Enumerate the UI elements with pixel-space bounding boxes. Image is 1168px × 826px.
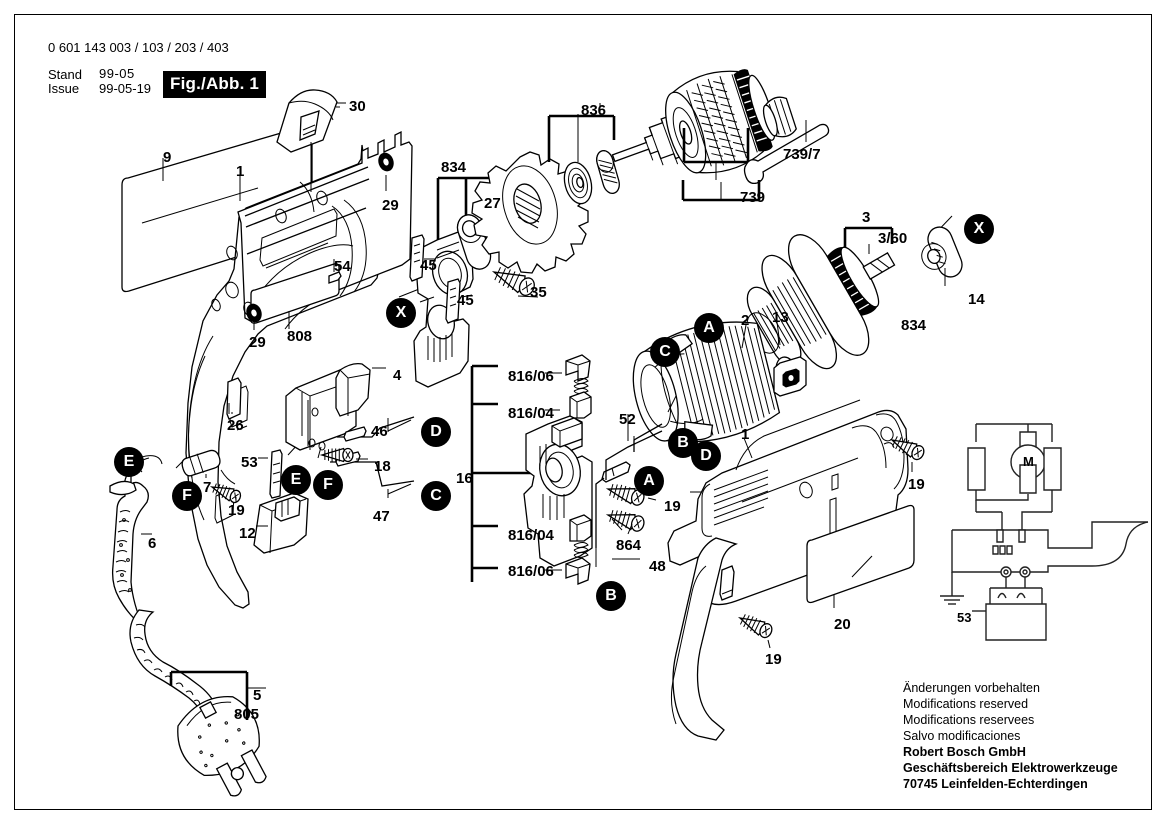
callout-7: 7 [203,479,212,496]
callout-2: 2 [741,312,750,329]
callout-13: 13 [772,309,789,326]
footer-division: Geschäftsbereich Elektrowerkzeuge [903,761,1118,775]
marker-a-2: A [634,466,664,496]
footer-line-0: Änderungen vorbehalten [903,681,1040,695]
footer-line-1: Modifications reserved [903,697,1029,711]
footer-line-3: Salvo modificaciones [903,729,1021,743]
callout-805: 805 [234,706,260,723]
callout-46: 46 [371,423,388,440]
callout-52: 52 [619,411,636,428]
callout-1-left: 1 [236,163,245,180]
callout-16: 16 [456,470,473,487]
callout-48: 48 [649,558,666,575]
marker-x-1: X [386,298,416,328]
stand-label: Stand [48,67,82,82]
callout-3-60: 3/60 [878,230,908,247]
footer-address: 70745 Leinfelden-Echterdingen [903,777,1088,791]
date-current: 99-05-19 [99,81,152,96]
callout-27: 27 [484,195,501,212]
callout-19-a: 19 [228,502,245,519]
footer-line-2: Modifications reservees [903,713,1035,727]
marker-x-2: X [964,214,994,244]
callout-45-b: 45 [457,292,474,309]
callout-864: 864 [616,537,642,554]
callout-808: 808 [287,328,313,345]
callout-816-04-b: 816/04 [508,527,554,544]
callout-3: 3 [862,209,871,226]
marker-b-2: B [596,581,626,611]
callout-45-a: 45 [420,257,437,274]
marker-c-2: C [421,481,451,511]
callout-12: 12 [239,525,256,542]
marker-a-1: A [694,313,724,343]
callout-26: 26 [227,417,244,434]
callout-19-b: 19 [664,498,681,515]
callout-20: 20 [834,616,851,633]
schematic-motor-symbol: M [1023,454,1034,469]
callout-35: 35 [530,284,547,301]
callout-54: 54 [334,258,351,275]
callout-834-a: 834 [441,159,467,176]
callout-19-d: 19 [765,651,782,668]
callout-9: 9 [163,149,172,166]
callout-4: 4 [393,367,402,384]
marker-f-2: F [313,470,343,500]
part-number: 0 601 143 003 / 103 / 203 / 403 [48,40,229,55]
callout-816-06-b: 816/06 [508,563,554,580]
marker-e-1: E [114,447,144,477]
callout-18: 18 [374,458,391,475]
callout-5: 5 [253,687,262,704]
callout-29-a: 29 [382,197,399,214]
marker-e-2: E [281,465,311,495]
callout-836: 836 [581,102,607,119]
callout-14: 14 [968,291,985,308]
callout-53-b: 53 [957,610,972,625]
page-border [14,14,1152,810]
callout-47: 47 [373,508,390,525]
callout-739-7: 739/7 [783,146,821,163]
callout-19-c: 19 [908,476,925,493]
callout-29-b: 29 [249,334,266,351]
figure-tag: Fig./Abb. 1 [163,71,267,98]
date-struck: 99-05 [99,66,135,81]
marker-c-1: C [650,337,680,367]
marker-d-2: D [421,417,451,447]
callout-1-right: 1 [741,426,750,443]
marker-d-1: D [691,441,721,471]
footer-company: Robert Bosch GmbH [903,745,1026,759]
issue-label: Issue [48,81,80,96]
callout-834-b: 834 [901,317,927,334]
callout-6: 6 [148,535,157,552]
callout-816-06-a: 816/06 [508,368,554,385]
marker-f-1: F [172,481,202,511]
callout-739: 739 [740,189,766,206]
callout-30: 30 [349,98,366,115]
callout-816-04-a: 816/04 [508,405,554,422]
callout-53-a: 53 [241,454,258,471]
